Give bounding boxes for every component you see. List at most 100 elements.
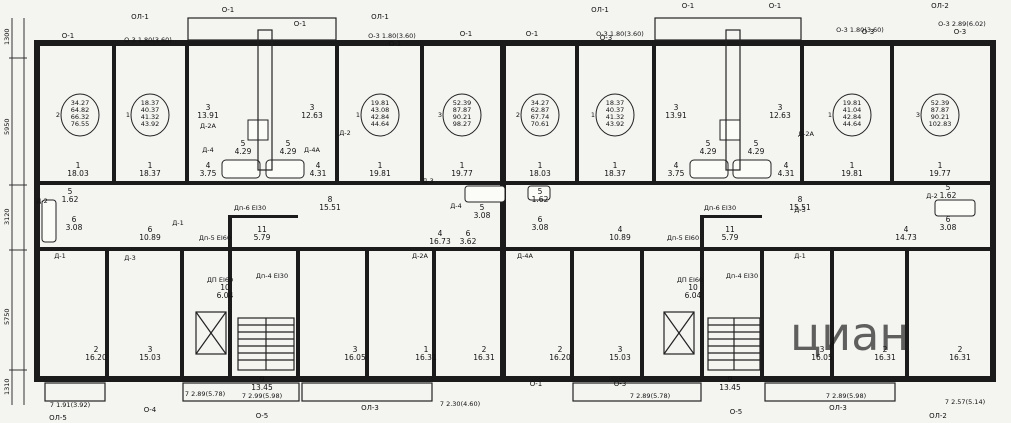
apartment-area-line: 40.37 xyxy=(141,106,160,114)
room-area: 6.04 xyxy=(685,291,702,300)
apartment-area-line: 18.37 xyxy=(141,99,160,107)
opening-label: О-5 xyxy=(730,408,743,416)
room-area: 18.03 xyxy=(67,169,89,178)
room-number: 5 xyxy=(754,139,759,148)
room-label: 106.04 xyxy=(685,283,702,300)
room-label: 51.62 xyxy=(62,187,79,204)
room-number: 3 xyxy=(206,103,211,112)
door-tag: Д-1 xyxy=(794,252,806,260)
room-label: 315.03 xyxy=(609,345,631,362)
room-area: 15.03 xyxy=(609,353,631,362)
room-number: 11 xyxy=(725,225,735,234)
room-number: 6 xyxy=(148,225,153,234)
door-tag: Д-4А xyxy=(517,252,534,260)
opening-label: О-1 xyxy=(682,2,695,10)
opening-spec: О-3 2.89(6.02) xyxy=(938,20,986,28)
room-area: 4.29 xyxy=(748,147,765,156)
room-number: 5 xyxy=(241,139,246,148)
room-area: 16.20 xyxy=(549,353,571,362)
room-number: 5 xyxy=(538,187,543,196)
apartment-area-line: 41.32 xyxy=(141,113,160,121)
room-label: 119.77 xyxy=(929,161,951,178)
opening-label: ОЛ-2 xyxy=(929,412,947,420)
room-label: 216.31 xyxy=(874,345,896,362)
door-spec: Дп-4 ЕI30 xyxy=(726,272,758,280)
room-number: 6 xyxy=(538,215,543,224)
room-area: 1.62 xyxy=(532,195,549,204)
opening-label: О-1 xyxy=(62,32,75,40)
opening-spec: 7 2.89(5.78) xyxy=(185,390,225,398)
room-number: 1 xyxy=(76,161,81,170)
room-label: 119.81 xyxy=(369,161,391,178)
room-area: 3.08 xyxy=(474,211,491,220)
room-number: 4 xyxy=(438,229,443,238)
dim-label: 5950 xyxy=(3,118,11,135)
apartment-area-line: 52.39 xyxy=(453,99,472,107)
room-label: 116.31 xyxy=(415,345,437,362)
room-area: 18.37 xyxy=(139,169,161,178)
room-number: 10 xyxy=(688,283,698,292)
apartment-code: 2 xyxy=(56,111,60,119)
opening-label: О-1 xyxy=(530,380,543,388)
opening-label: ОЛ-1 xyxy=(591,6,609,14)
apartment-area-line: 76.55 xyxy=(71,120,90,128)
room-label: 118.03 xyxy=(529,161,551,178)
dim-label: 5750 xyxy=(3,308,11,325)
room-area: 13.91 xyxy=(665,111,687,120)
opening-spec: 7 1.91(3.92) xyxy=(50,401,90,409)
room-label: 44.31 xyxy=(778,161,795,178)
apartment-area-line: 34.27 xyxy=(531,99,550,107)
door-tag: Д-2А xyxy=(200,122,217,130)
room-area: 15.03 xyxy=(139,353,161,362)
room-area: 5.79 xyxy=(722,233,739,242)
balconies xyxy=(44,17,896,402)
room-area: 1.62 xyxy=(62,195,79,204)
room-area: 15.51 xyxy=(319,203,341,212)
opening-label: О-1 xyxy=(460,30,473,38)
apartment-area-line: 52.39 xyxy=(931,99,950,107)
room-label: 54.29 xyxy=(748,139,765,156)
opening-label: О-5 xyxy=(256,412,269,420)
door-spec: Дп-6 ЕI30 xyxy=(704,204,736,212)
room-label: 216.20 xyxy=(549,345,571,362)
room-number: 1 xyxy=(850,161,855,170)
room-area: 12.63 xyxy=(769,111,791,120)
apartment-area-line: 19.81 xyxy=(843,99,862,107)
door-tag: Д-2 xyxy=(926,192,938,200)
apartment-area-line: 43.92 xyxy=(141,120,160,128)
apartment-area-line: 44.64 xyxy=(371,120,390,128)
room-label: 410.89 xyxy=(609,225,631,242)
room-area: 10.89 xyxy=(139,233,161,242)
room-number: 6 xyxy=(72,215,77,224)
apartment-area-line: 62.87 xyxy=(531,106,550,114)
room-number: 6 xyxy=(466,229,471,238)
room-area: 18.37 xyxy=(604,169,626,178)
room-area: 16.73 xyxy=(429,237,451,246)
room-number: 4 xyxy=(674,161,679,170)
opening-label: О-1 xyxy=(389,40,402,48)
room-number: 10 xyxy=(220,283,230,292)
room-area: 13.45 xyxy=(719,383,741,392)
room-area: 19.77 xyxy=(451,169,473,178)
room-area: 3.08 xyxy=(532,223,549,232)
opening-label: ОЛ-1 xyxy=(131,13,149,21)
opening-spec: 7 2.30(4.60) xyxy=(440,400,480,408)
room-label: 416.73 xyxy=(429,229,451,246)
building-walls xyxy=(34,40,996,382)
room-label: 313.91 xyxy=(197,103,219,120)
room-number: 5 xyxy=(706,139,711,148)
apartment-area-line: 44.64 xyxy=(843,120,862,128)
room-label: 118.37 xyxy=(139,161,161,178)
room-area: 19.81 xyxy=(369,169,391,178)
stair-core-left xyxy=(195,311,295,371)
door-spec: ДП ЕI60 xyxy=(677,276,703,284)
apartment-area-line: 90.21 xyxy=(931,113,950,121)
room-area: 3.08 xyxy=(940,223,957,232)
door-tag: Д-4 xyxy=(202,146,214,154)
room-number: 6 xyxy=(946,215,951,224)
room-area: 3.08 xyxy=(66,223,83,232)
room-label: 216.20 xyxy=(85,345,107,362)
room-label: 63.08 xyxy=(66,215,83,232)
